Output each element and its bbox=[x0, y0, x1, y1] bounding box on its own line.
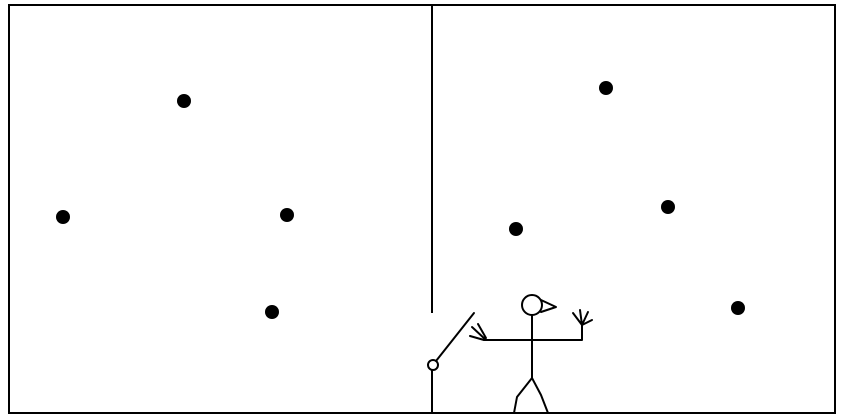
figure-raised-hand bbox=[573, 310, 592, 325]
dot bbox=[509, 222, 523, 236]
dot bbox=[265, 305, 279, 319]
pointer-stick bbox=[436, 313, 474, 361]
figure-right-leg bbox=[532, 378, 548, 413]
left-panel bbox=[56, 94, 294, 319]
dot bbox=[599, 81, 613, 95]
hand-with-pointer-icon bbox=[470, 324, 486, 340]
dot bbox=[661, 200, 675, 214]
dot bbox=[177, 94, 191, 108]
right-panel bbox=[509, 81, 745, 315]
dot bbox=[731, 301, 745, 315]
outer-frame bbox=[9, 5, 835, 413]
pointer-tip bbox=[428, 360, 438, 370]
figure-left-leg bbox=[514, 378, 532, 413]
dot bbox=[56, 210, 70, 224]
dot bbox=[280, 208, 294, 222]
figure-nose bbox=[541, 300, 556, 312]
figure-head bbox=[522, 295, 542, 315]
figure-right-arm bbox=[532, 325, 582, 340]
stick-figure-pointer-icon bbox=[428, 295, 592, 413]
